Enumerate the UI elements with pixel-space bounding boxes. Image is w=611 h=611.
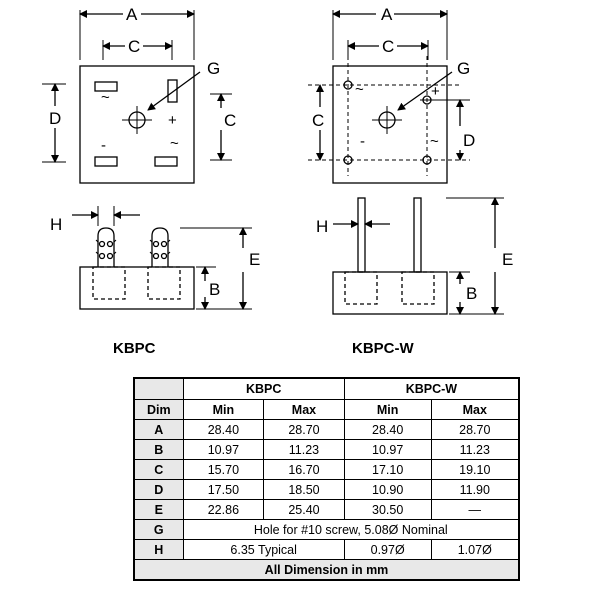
kbpc-label-h: H	[50, 215, 62, 234]
header-kbpc-w: KBPC-W	[343, 377, 520, 400]
kbpc-label-c-horizontal: C	[128, 37, 140, 56]
kbpc-w-caption: KBPC-W	[352, 340, 414, 357]
kbpc-label-g: G	[207, 59, 220, 78]
kbpc-w-label-b: B	[466, 284, 477, 303]
value-cell: 11.90	[430, 479, 520, 500]
value-cell: 17.10	[343, 459, 432, 480]
col-dim: Dim	[133, 399, 184, 420]
col-kbpc-w-max: Max	[430, 399, 520, 420]
dim-cell: A	[133, 419, 184, 440]
dim-cell: H	[133, 539, 184, 560]
value-cell: —	[430, 499, 520, 520]
kbpc-w-label-c-vertical: C	[312, 111, 324, 130]
kbpc-w-label-plus: +	[431, 83, 440, 100]
table-row: C 15.70 16.70 17.10 19.10	[133, 459, 520, 480]
kbpc-w-label-d: D	[463, 131, 475, 150]
table-row-g: G Hole for #10 screw, 5.08Ø Nominal	[133, 519, 520, 540]
kbpc-w-label-g: G	[457, 59, 470, 78]
value-cell: 22.86	[182, 499, 265, 520]
kbpc-label-b: B	[209, 280, 220, 299]
value-cell: 28.40	[343, 419, 432, 440]
dimension-table: KBPC KBPC-W Dim Min Max Min Max A 28.40 …	[133, 377, 520, 581]
package-drawing: A C D C G ~ + - ~ H E B KBPC A C G C D ~…	[42, 5, 513, 357]
value-cell: 11.23	[430, 439, 520, 460]
kbpc-top-view	[42, 10, 232, 184]
kbpc-label-minus: -	[101, 137, 106, 154]
col-kbpc-max: Max	[263, 399, 345, 420]
kbpc-caption: KBPC	[113, 340, 156, 357]
kbpc-w-label-tilde-bottom: ~	[430, 133, 439, 150]
value-cell: 10.97	[343, 439, 432, 460]
kbpc-label-plus: +	[168, 112, 177, 129]
value-cell: 16.70	[263, 459, 345, 480]
table-footer: All Dimension in mm	[133, 559, 520, 581]
value-cell: 6.35 Typical	[182, 539, 345, 560]
value-cell: 25.40	[263, 499, 345, 520]
value-cell: 19.10	[430, 459, 520, 480]
kbpc-w-side-view	[332, 197, 504, 315]
table-row: A 28.40 28.70 28.40 28.70	[133, 419, 520, 440]
value-cell: 15.70	[182, 459, 265, 480]
table-row-h: H 6.35 Typical 0.97Ø 1.07Ø	[133, 539, 520, 560]
dim-cell: E	[133, 499, 184, 520]
kbpc-label-tilde-top: ~	[101, 89, 110, 106]
value-cell: 0.97Ø	[343, 539, 432, 560]
dim-cell: C	[133, 459, 184, 480]
value-cell: 18.50	[263, 479, 345, 500]
kbpc-side-view	[72, 206, 252, 310]
table-subheader-row: Dim Min Max Min Max	[133, 399, 520, 420]
kbpc-w-label-c-horizontal: C	[382, 37, 394, 56]
value-cell: 10.90	[343, 479, 432, 500]
col-kbpc-min: Min	[182, 399, 265, 420]
kbpc-w-label-minus: -	[360, 133, 365, 150]
col-kbpc-w-min: Min	[343, 399, 432, 420]
table-footer-row: All Dimension in mm	[133, 559, 520, 581]
kbpc-w-label-e: E	[502, 250, 513, 269]
dim-cell: G	[133, 519, 184, 540]
kbpc-w-top-view	[308, 10, 470, 184]
header-kbpc: KBPC	[182, 377, 345, 400]
value-cell: 17.50	[182, 479, 265, 500]
table-row: D 17.50 18.50 10.90 11.90	[133, 479, 520, 500]
value-cell: 28.70	[430, 419, 520, 440]
value-cell: 28.70	[263, 419, 345, 440]
value-cell: 1.07Ø	[430, 539, 520, 560]
dim-cell: D	[133, 479, 184, 500]
table-header-row: KBPC KBPC-W	[133, 377, 520, 400]
kbpc-label-c-vertical: C	[224, 111, 236, 130]
kbpc-label-tilde-bottom: ~	[170, 135, 179, 152]
kbpc-w-label-h: H	[316, 217, 328, 236]
table-row: E 22.86 25.40 30.50 —	[133, 499, 520, 520]
header-blank	[133, 377, 184, 400]
table-row: B 10.97 11.23 10.97 11.23	[133, 439, 520, 460]
value-cell: 30.50	[343, 499, 432, 520]
kbpc-w-label-tilde-top: ~	[355, 81, 364, 98]
kbpc-label-d: D	[49, 109, 61, 128]
value-cell: 28.40	[182, 419, 265, 440]
value-cell: 10.97	[182, 439, 265, 460]
value-cell: Hole for #10 screw, 5.08Ø Nominal	[182, 519, 520, 540]
value-cell: 11.23	[263, 439, 345, 460]
kbpc-w-label-a: A	[381, 5, 393, 24]
kbpc-label-a: A	[126, 5, 138, 24]
kbpc-label-e: E	[249, 250, 260, 269]
dim-cell: B	[133, 439, 184, 460]
